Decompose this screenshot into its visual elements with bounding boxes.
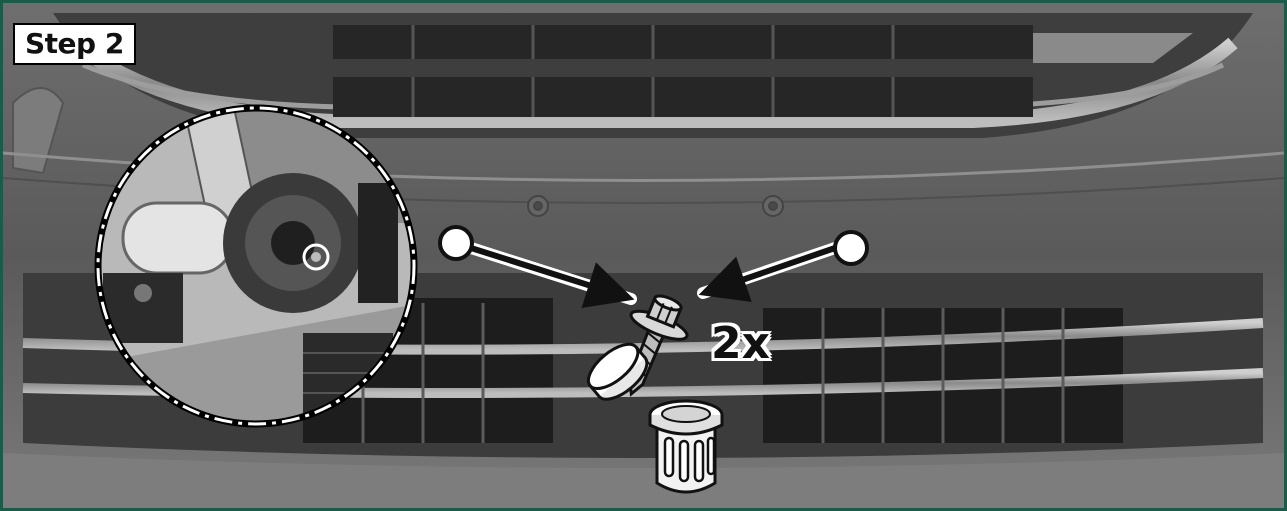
marker-dot-icon bbox=[835, 232, 867, 264]
quantity-callout: 2x bbox=[711, 319, 770, 369]
step-label: Step 2 bbox=[13, 23, 136, 65]
marker-dot-icon bbox=[440, 227, 472, 259]
vehicle-front-photo bbox=[3, 3, 1284, 508]
plastic-plug-icon bbox=[650, 401, 722, 492]
